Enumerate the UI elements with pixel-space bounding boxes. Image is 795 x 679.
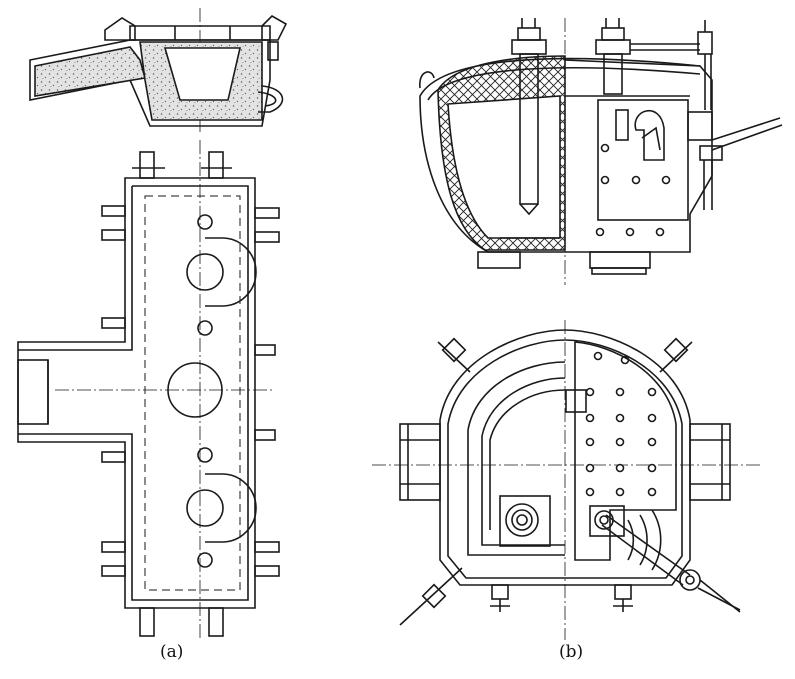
panel-a-elevation: [29, 8, 288, 132]
panel-a-plan: [17, 140, 280, 640]
caption-a: (a): [160, 642, 184, 662]
panel-b-section: [419, 18, 783, 285]
panel-b-plan: [372, 320, 760, 640]
caption-b: (b): [559, 642, 584, 662]
